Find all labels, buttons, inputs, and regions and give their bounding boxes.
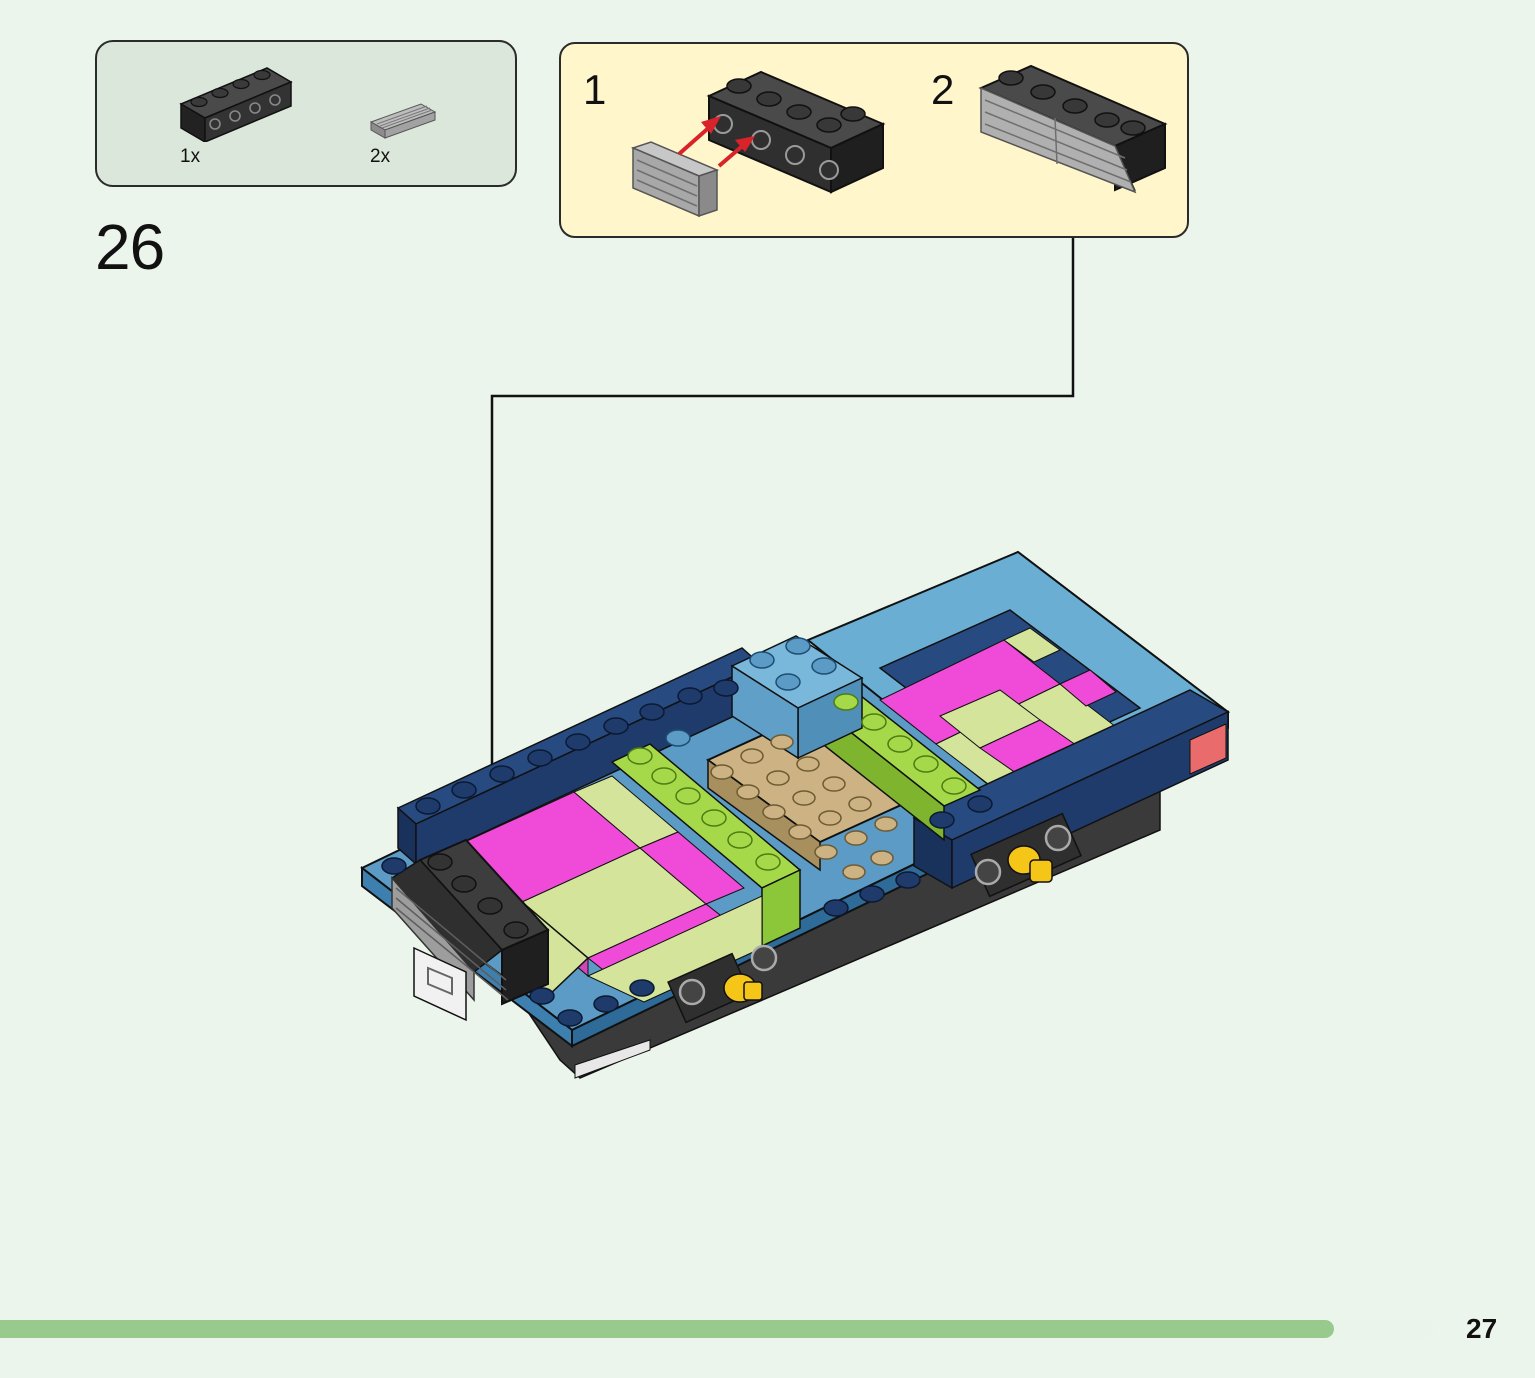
- sub-assembly-callout: 1 2: [559, 42, 1189, 238]
- tan-studs: [710, 734, 898, 880]
- wheel-axle: [667, 944, 778, 1024]
- grey-grille-tile-icon: [369, 103, 437, 139]
- car-chassis-model: [360, 550, 1230, 1079]
- part-quantity: 2x: [370, 146, 391, 167]
- dark-blue-studs: [381, 679, 993, 1027]
- sub-step-number: 1: [583, 66, 607, 113]
- sub-step-1-brick: [630, 70, 886, 218]
- wheel-axle: [969, 812, 1083, 898]
- parts-list-callout: 1x 2x: [95, 40, 517, 187]
- page-progress-fill: [0, 1320, 1334, 1338]
- black-studs: [427, 853, 529, 939]
- part-black-brick: [179, 62, 294, 142]
- callout-connector-line: [490, 238, 1075, 868]
- sub-step-2-assembled: [978, 64, 1168, 194]
- lime-studs: [627, 693, 967, 871]
- light-blue-studs: [665, 637, 837, 747]
- page-progress-bar: [0, 1320, 1434, 1338]
- part-grey-tile: [369, 102, 439, 142]
- step-number: 26: [95, 211, 165, 283]
- main-model-illustration: [360, 238, 1230, 1079]
- sub-assembly-illustration: [630, 64, 1168, 218]
- part-quantity: 1x: [180, 146, 201, 167]
- black-brick-icon: [179, 67, 293, 142]
- page-number: 27: [1466, 1313, 1498, 1344]
- sub-step-number: 2: [931, 66, 955, 113]
